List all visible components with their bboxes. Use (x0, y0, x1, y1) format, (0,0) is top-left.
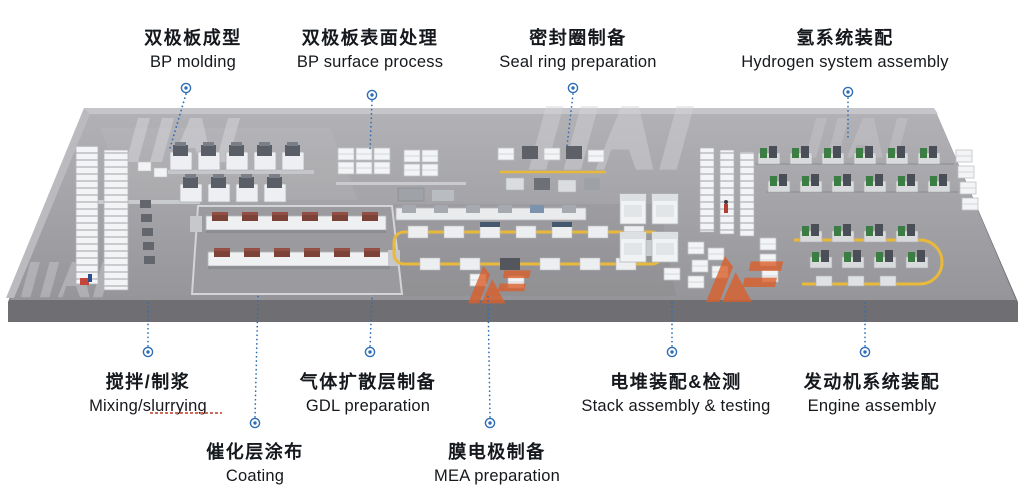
callout-engine-assembly: 发动机系统装配 Engine assembly (804, 368, 941, 416)
area-mixing-slurrying (75, 145, 168, 291)
area-hydrogen-assembly (756, 145, 979, 211)
storage-racks (699, 147, 755, 237)
callout-engine-assembly-en: Engine assembly (807, 397, 937, 415)
callout-gdl-zh: 气体扩散层制备 (299, 372, 437, 392)
callout-bp-surface-en: BP surface process (296, 53, 444, 71)
area-engine-assembly (759, 223, 944, 287)
callout-leaders (142, 82, 871, 429)
callout-bp-molding-en: BP molding (149, 53, 237, 71)
callout-gdl: 气体扩散层制备 GDL preparation (300, 368, 437, 416)
callout-bp-surface-zh: 双极板表面处理 (301, 28, 439, 48)
callout-hydrogen-assembly-zh: 氢系统装配 (796, 28, 894, 48)
callout-engine-assembly-zh: 发动机系统装配 (803, 372, 941, 392)
area-bp-surface-process (336, 147, 466, 202)
callout-stack-assembly: 电堆装配&检测 Stack assembly & testing (581, 368, 770, 416)
callout-seal-ring-en: Seal ring preparation (499, 53, 657, 71)
callout-mixing: 搅拌/制浆 Mixing/slurrying (89, 368, 207, 416)
callout-coating-en: Coating (225, 467, 285, 485)
callout-mixing-zh: 搅拌/制浆 (105, 372, 191, 392)
area-coating-room (190, 205, 404, 295)
callout-bp-surface: 双极板表面处理 BP surface process (297, 24, 443, 72)
area-gdl-mea-lines (392, 205, 664, 289)
callout-coating: 催化层涂布 Coating (206, 438, 304, 486)
callout-hydrogen-assembly-en: Hydrogen system assembly (741, 53, 949, 71)
callout-mea-zh: 膜电极制备 (448, 442, 546, 462)
callout-bp-molding-zh: 双极板成型 (144, 28, 242, 48)
callout-mea: 膜电极制备 MEA preparation (434, 438, 560, 486)
callout-hydrogen-assembly: 氢系统装配 Hydrogen system assembly (741, 24, 948, 72)
callout-bp-molding: 双极板成型 BP molding (144, 24, 242, 72)
spellcheck-underline (150, 412, 222, 414)
workers (88, 200, 728, 282)
callout-stack-assembly-en: Stack assembly & testing (581, 397, 771, 415)
area-seal-ring (497, 146, 606, 193)
callout-stack-assembly-zh: 电堆装配&检测 (610, 372, 742, 392)
callout-mixing-en: Mixing/slurrying (89, 397, 207, 415)
callout-seal-ring-zh: 密封圈制备 (529, 28, 627, 48)
area-bp-molding (168, 141, 314, 203)
callout-gdl-en: GDL preparation (305, 397, 431, 415)
callout-coating-zh: 催化层涂布 (206, 442, 304, 462)
callout-mea-en: MEA preparation (434, 467, 560, 485)
callout-seal-ring: 密封圈制备 Seal ring preparation (499, 24, 656, 72)
